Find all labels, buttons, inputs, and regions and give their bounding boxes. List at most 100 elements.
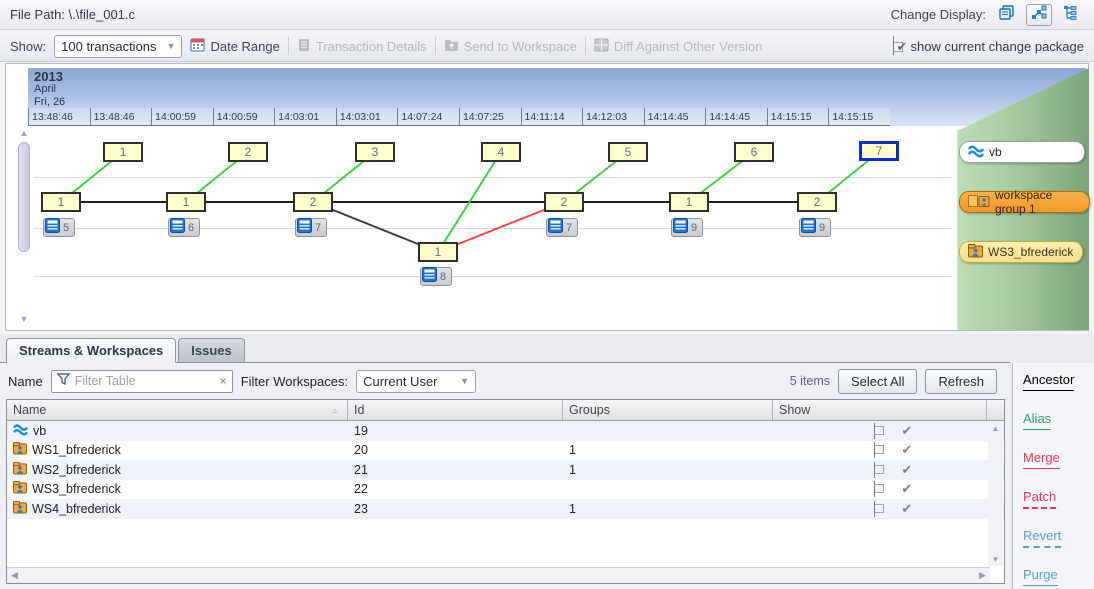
toolbar-separator xyxy=(585,37,586,55)
version-box[interactable]: 2 xyxy=(797,192,837,212)
sort-ascending-icon: ▵ xyxy=(332,405,337,416)
diff-against-label: Diff Against Other Version xyxy=(614,39,763,54)
show-label: Show: xyxy=(10,39,46,54)
date-range-button[interactable]: Date Range xyxy=(190,37,279,55)
refresh-button[interactable]: Refresh xyxy=(925,369,997,394)
workspace-icon xyxy=(13,501,27,517)
legend-ancestor: Ancestor xyxy=(1023,372,1074,391)
stream-pill-label: WS3_bfrederick xyxy=(988,245,1073,259)
column-header-groups[interactable]: Groups xyxy=(563,400,773,420)
column-header-name[interactable]: Name ▵ xyxy=(7,400,348,420)
transaction-badge[interactable]: 6 xyxy=(168,218,200,237)
version-box[interactable]: 5 xyxy=(608,142,648,162)
table-row[interactable]: WS2_bfrederick 21 1 ✔ xyxy=(7,460,1004,480)
version-box[interactable]: 2 xyxy=(293,192,333,212)
show-checkbox-checked-icon[interactable]: ✔ xyxy=(873,481,887,494)
transaction-icon xyxy=(170,218,185,238)
graph-scrollbar-thumb[interactable] xyxy=(18,142,30,252)
change-display-group: Change Display: xyxy=(891,4,1084,26)
table-row[interactable]: WS4_bfrederick 23 1 ✔ xyxy=(7,499,1004,519)
scroll-right-icon[interactable]: ▶ xyxy=(979,570,986,581)
version-box[interactable]: 1 xyxy=(418,242,458,262)
display-graph-mode-button[interactable] xyxy=(1026,4,1052,26)
table-horizontal-scrollbar[interactable]: ◀ ▶ xyxy=(7,567,990,583)
filter-workspaces-value: Current User xyxy=(363,374,437,389)
toolbar-separator xyxy=(288,37,289,55)
transaction-badge[interactable]: 7 xyxy=(295,218,327,237)
row-id: 23 xyxy=(348,502,563,516)
transaction-details-button[interactable]: Transaction Details xyxy=(297,38,427,55)
transaction-badge[interactable]: 9 xyxy=(799,218,831,237)
tab-strip: Streams & Workspaces Issues xyxy=(6,338,245,363)
stream-pill-vb[interactable]: vb xyxy=(959,141,1085,163)
transaction-icon xyxy=(422,267,437,287)
graph-scroll-up-icon[interactable]: ▲ xyxy=(16,128,32,140)
transaction-number: 8 xyxy=(440,271,446,283)
scroll-left-icon[interactable]: ◀ xyxy=(11,570,18,581)
table-row[interactable]: WS3_bfrederick 22 ✔ xyxy=(7,480,1004,500)
checkbox-checked-icon: ✔ xyxy=(893,40,906,53)
stream-pill-label: workspace group 1 xyxy=(995,188,1081,216)
table-header: Name ▵ Id Groups Show xyxy=(7,400,1004,421)
filter-table-input[interactable] xyxy=(75,374,215,388)
version-box[interactable]: 2 xyxy=(544,192,584,212)
toolbar-separator xyxy=(435,37,436,55)
table-vertical-scrollbar[interactable]: ▲ ▼ xyxy=(988,422,1003,566)
row-name: WS2_bfrederick xyxy=(32,463,121,477)
table-row[interactable]: WS1_bfrederick 20 1 ✔ xyxy=(7,441,1004,461)
filter-workspaces-dropdown[interactable]: Current User ▼ xyxy=(356,370,476,393)
diff-icon xyxy=(594,38,609,55)
show-checkbox-checked-icon[interactable]: ✔ xyxy=(873,423,887,436)
version-box[interactable]: 1 xyxy=(166,192,206,212)
version-box-selected[interactable]: 7 xyxy=(859,141,899,161)
transaction-badge[interactable]: 7 xyxy=(546,218,578,237)
workspace-icon xyxy=(13,481,27,497)
tab-issues[interactable]: Issues xyxy=(178,338,244,363)
select-all-button[interactable]: Select All xyxy=(838,369,917,394)
transaction-details-icon xyxy=(297,38,311,55)
graph-scroll-down-icon[interactable]: ▼ xyxy=(16,314,32,326)
streams-workspaces-tab-body: Name × Filter Workspaces: Current User ▼… xyxy=(0,362,1010,589)
clear-filter-icon[interactable]: × xyxy=(220,374,227,388)
display-tree-mode-button[interactable] xyxy=(1058,4,1084,26)
send-to-workspace-button[interactable]: Send to Workspace xyxy=(444,38,577,55)
show-change-package-checkbox[interactable]: ✔ show current change package xyxy=(893,39,1084,54)
transaction-icon xyxy=(548,218,563,238)
legend-merge: Merge xyxy=(1023,450,1060,469)
scroll-down-icon[interactable]: ▼ xyxy=(988,555,1003,564)
version-box[interactable]: 4 xyxy=(481,142,521,162)
version-box[interactable]: 1 xyxy=(669,192,709,212)
table-row[interactable]: vb 19 ✔ xyxy=(7,421,1004,441)
change-display-label: Change Display: xyxy=(891,7,986,22)
display-table-mode-button[interactable] xyxy=(994,4,1020,26)
transaction-badge[interactable]: 8 xyxy=(420,267,452,286)
row-id: 21 xyxy=(348,463,563,477)
legend-purge: Purge xyxy=(1023,567,1058,586)
tab-streams-workspaces[interactable]: Streams & Workspaces xyxy=(6,338,176,363)
version-box[interactable]: 2 xyxy=(228,142,268,162)
filter-funnel-icon xyxy=(57,372,70,390)
version-box[interactable]: 6 xyxy=(734,142,774,162)
bottom-panel: Streams & Workspaces Issues Name × Filte… xyxy=(0,334,1094,589)
transactions-dropdown[interactable]: 100 transactions ▼ xyxy=(54,35,182,58)
diff-against-button[interactable]: Diff Against Other Version xyxy=(594,38,763,55)
version-box[interactable]: 1 xyxy=(103,142,143,162)
show-checkbox-checked-icon[interactable]: ✔ xyxy=(873,442,887,455)
column-header-show[interactable]: Show xyxy=(773,400,987,420)
column-header-id[interactable]: Id xyxy=(348,400,563,420)
transaction-badge[interactable]: 5 xyxy=(43,218,75,237)
scroll-up-icon[interactable]: ▲ xyxy=(988,424,1003,433)
filter-workspaces-label: Filter Workspaces: xyxy=(241,374,348,389)
show-checkbox-checked-icon[interactable]: ✔ xyxy=(873,501,887,514)
filter-row: Name × Filter Workspaces: Current User ▼… xyxy=(0,366,1005,396)
show-checkbox-checked-icon[interactable]: ✔ xyxy=(873,462,887,475)
version-box[interactable]: 3 xyxy=(355,142,395,162)
version-graph-panel: 2013 April Fri, 26 13:48:46 13:48:46 14:… xyxy=(5,63,1089,331)
transaction-badge[interactable]: 9 xyxy=(671,218,703,237)
stream-pill-ws3[interactable]: WS3_bfrederick xyxy=(959,241,1083,263)
stream-pill-workspace-group[interactable]: workspace group 1 xyxy=(959,191,1090,213)
version-box[interactable]: 1 xyxy=(41,192,81,212)
items-count: 5 items xyxy=(790,374,830,388)
transaction-icon xyxy=(297,218,312,238)
